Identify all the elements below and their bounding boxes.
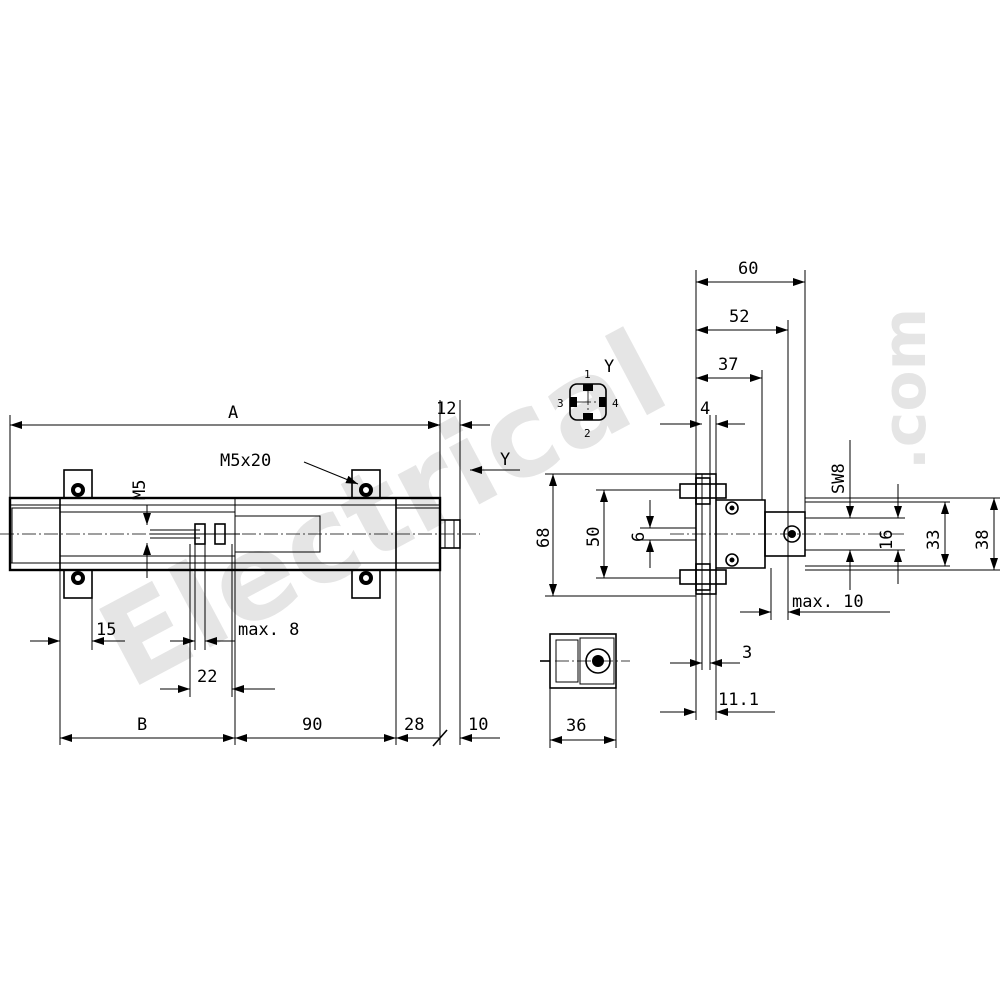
- watermark-suffix: .com: [870, 308, 940, 470]
- mount-foot-bottom-left: [63, 569, 93, 599]
- mount-foot-bottom-right: [351, 569, 381, 599]
- dim-50: 50: [584, 527, 604, 547]
- pin-4: 4: [612, 397, 619, 410]
- dim-36: 36: [566, 716, 586, 736]
- mount-foot-top-right: [351, 469, 381, 499]
- dim-68: 68: [534, 528, 554, 548]
- dim-90: 90: [302, 715, 322, 735]
- pin-1: 1: [584, 368, 591, 381]
- pin-3: 3: [557, 397, 564, 410]
- mount-foot-top-left: [63, 469, 93, 499]
- dim-11-1: 11.1: [718, 690, 759, 710]
- label-Y-side: Y: [500, 450, 510, 470]
- dim-37: 37: [718, 355, 738, 375]
- end-cap-left: [11, 507, 61, 564]
- dim-3: 3: [742, 643, 752, 663]
- dim-28: 28: [404, 715, 424, 735]
- label-SW8: SW8: [829, 463, 849, 494]
- label-M5x20: M5x20: [220, 451, 271, 471]
- dim-max-8: max. 8: [238, 620, 299, 640]
- dim-52: 52: [729, 307, 749, 327]
- pin-2: 2: [584, 427, 591, 440]
- dim-22: 22: [197, 667, 217, 687]
- dim-B: B: [137, 715, 147, 735]
- label-M5: M5: [130, 480, 150, 500]
- dim-16: 16: [877, 530, 897, 550]
- dim-6: 6: [629, 532, 649, 542]
- dim-12: 12: [436, 399, 456, 419]
- dim-60: 60: [738, 259, 758, 279]
- dim-10: 10: [468, 715, 488, 735]
- connector-view: 36: [540, 633, 630, 748]
- watermark-text: Electrical: [78, 304, 687, 715]
- label-Y-connector: Y: [604, 357, 614, 377]
- end-view: 60 52 37 4 68 50 6 SW8: [534, 259, 1000, 720]
- side-view: A 12 M5x20 M5 Y 15 max. 8 22: [0, 399, 520, 747]
- dim-15: 15: [96, 620, 116, 640]
- dim-A: A: [228, 403, 238, 423]
- dim-38: 38: [973, 530, 993, 550]
- dim-4: 4: [700, 399, 710, 419]
- dim-max-10: max. 10: [792, 592, 864, 612]
- dim-33: 33: [924, 530, 944, 550]
- connector-pinout: 1 2 3 4 Y: [557, 357, 619, 440]
- watermark: Electrical .com: [78, 304, 940, 715]
